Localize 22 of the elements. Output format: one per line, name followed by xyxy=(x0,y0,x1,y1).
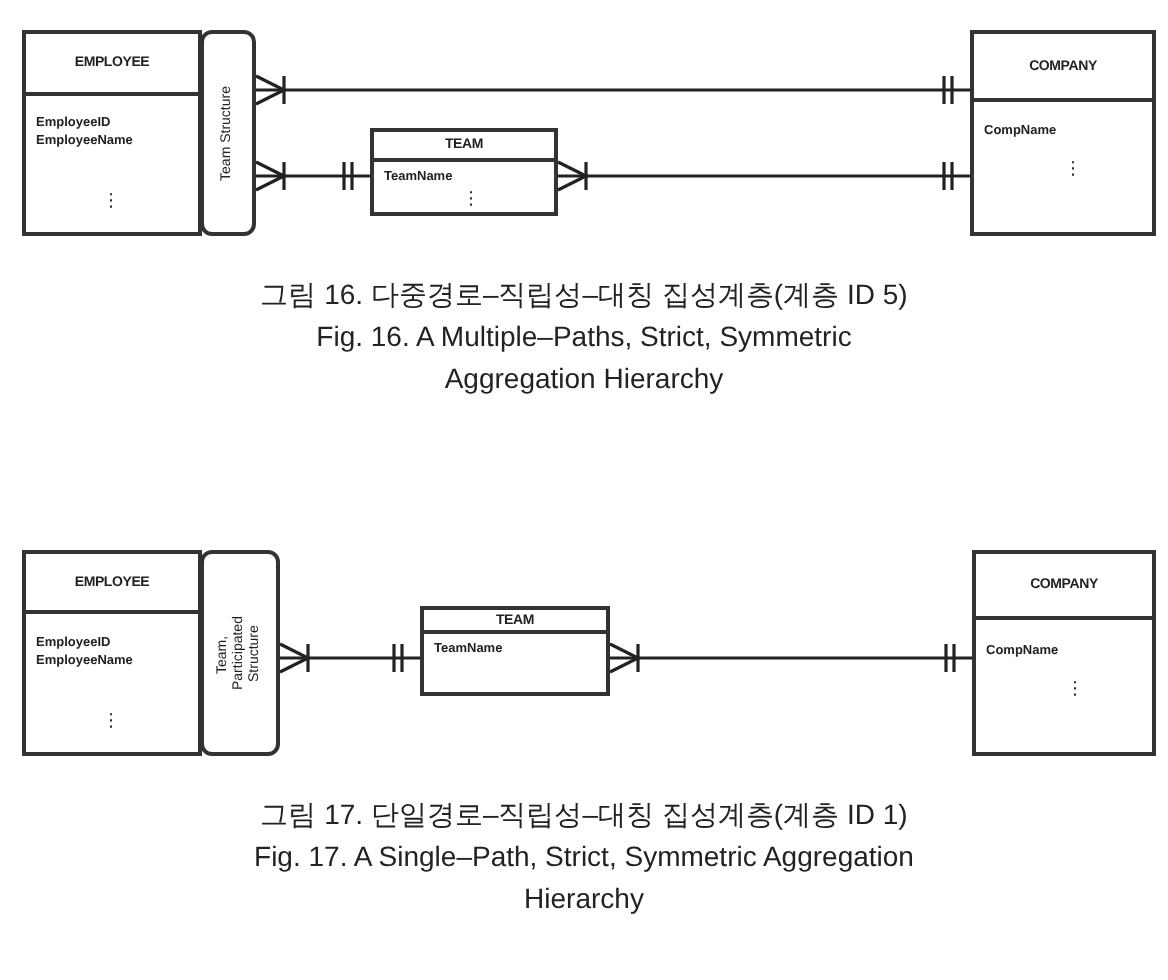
entity-box xyxy=(22,30,202,236)
figure-caption: 그림 16. 다중경로–직립성–대칭 집성계층(계층 ID 5) xyxy=(258,276,910,314)
ellipsis-mark: ⋮ xyxy=(1066,682,1084,700)
ellipsis-mark: ⋮ xyxy=(102,714,120,732)
relationship-line xyxy=(278,642,420,674)
relationship-line xyxy=(556,160,970,192)
entity-box xyxy=(972,550,1156,756)
entity-box xyxy=(370,128,558,216)
figure-caption: 그림 17. 단일경로–직립성–대칭 집성계층(계층 ID 1) xyxy=(258,796,910,834)
entity-box xyxy=(22,550,202,756)
relationship-line xyxy=(254,74,970,106)
entity-box xyxy=(420,606,610,696)
figure-caption: Fig. 17. A Single–Path, Strict, Symmetric Aggregation Hierarchy xyxy=(252,838,916,918)
ellipsis-mark: ⋮ xyxy=(102,194,120,212)
entity-box xyxy=(970,30,1156,236)
relationship-box xyxy=(200,30,256,236)
figure-caption: Fig. 16. A Multiple–Paths, Strict, Symmetric Aggregation Hierarchy xyxy=(314,318,854,398)
relationship-box xyxy=(200,550,280,756)
ellipsis-mark: ⋮ xyxy=(1064,162,1082,180)
ellipsis-mark: ⋮ xyxy=(462,192,480,210)
relationship-line xyxy=(254,160,370,192)
relationship-line xyxy=(608,642,972,674)
